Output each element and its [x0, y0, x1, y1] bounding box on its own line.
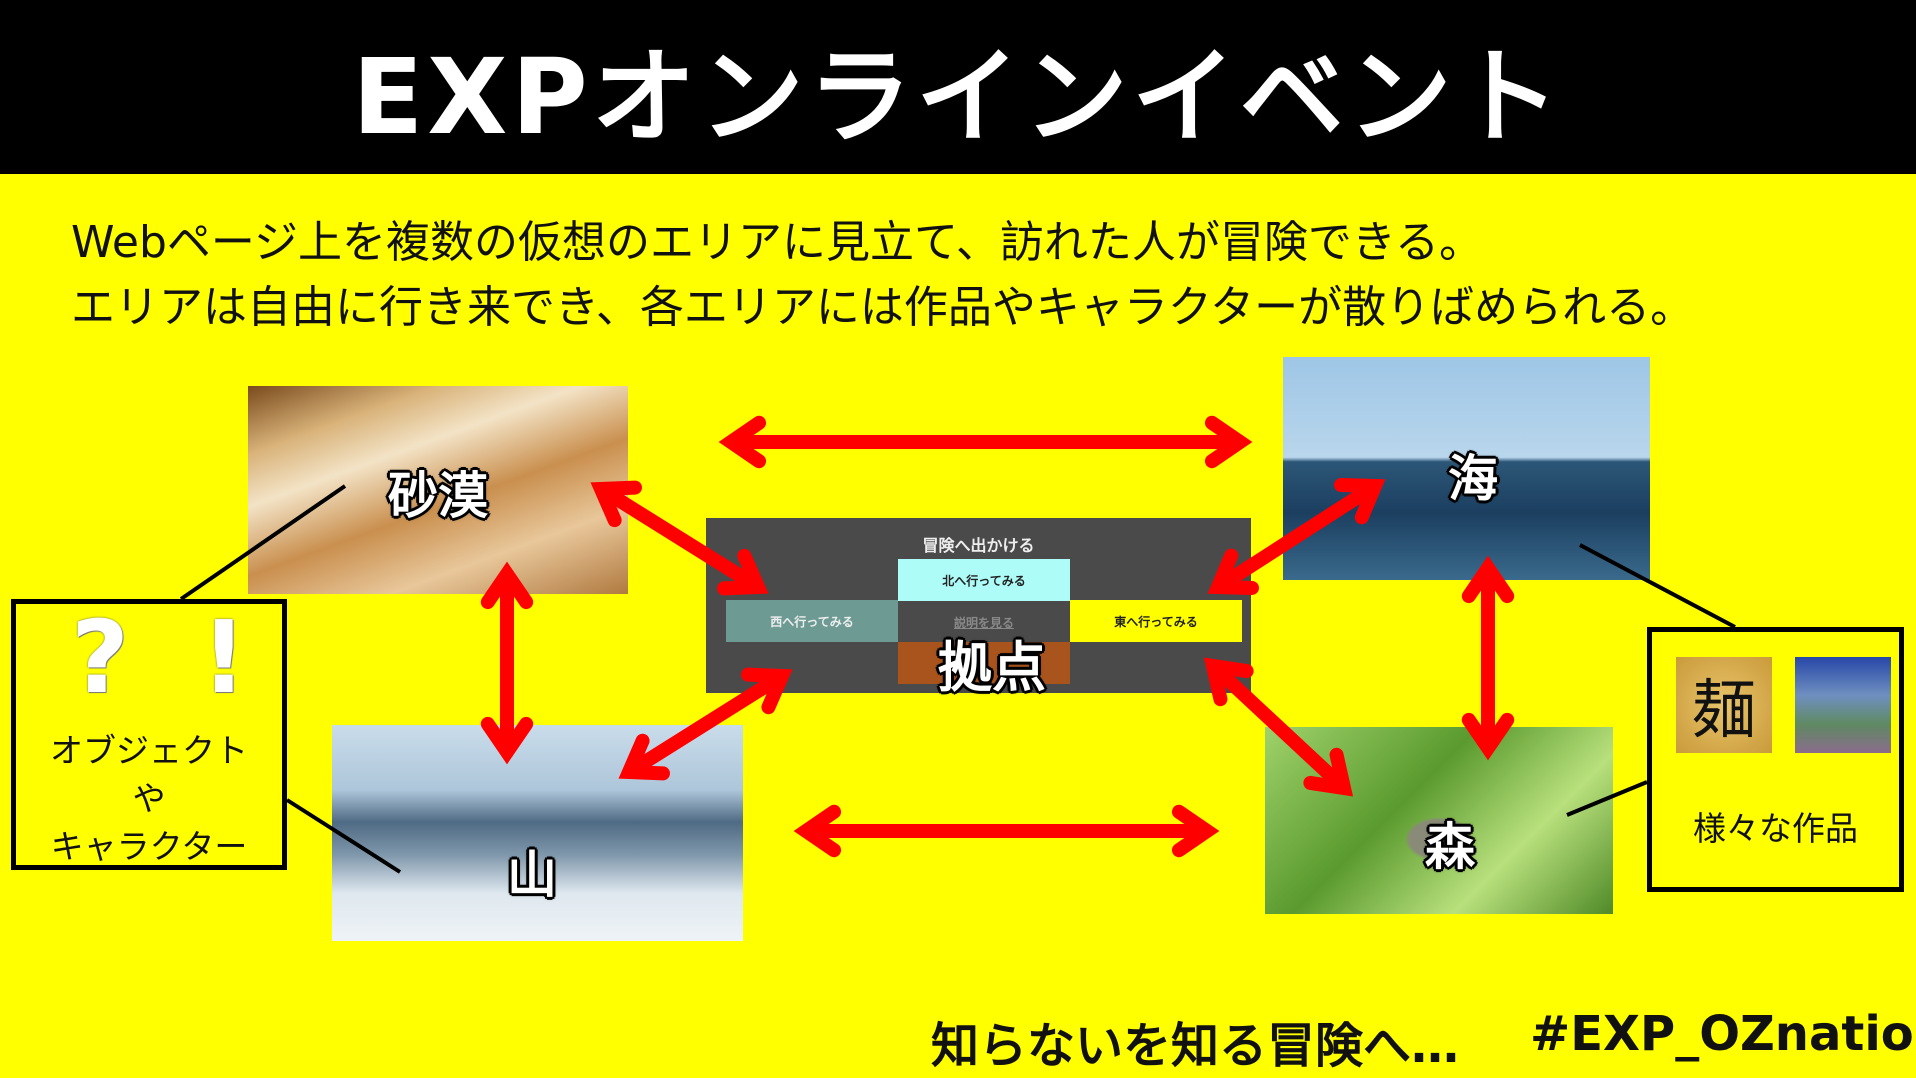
box-text-characters: キャラクター	[50, 827, 248, 866]
go-west-button[interactable]: 西へ行ってみる	[726, 600, 898, 642]
thumbnail-glyph: 麺	[1692, 674, 1756, 748]
arrow-bottom	[793, 804, 1220, 858]
tagline: 知らないを知る冒険へ…	[931, 1018, 1460, 1074]
arrow-forest-hub	[1203, 657, 1354, 797]
exclamation-mark-icon: !	[201, 599, 247, 716]
hashtag: #EXP_OZnation	[1530, 1006, 1916, 1062]
connector-line-forest	[1566, 780, 1648, 817]
desert-label: 砂漠	[388, 467, 488, 525]
arrow-left-vertical	[480, 561, 534, 765]
box-text-objects: オブジェクト	[50, 731, 248, 770]
go-south-button[interactable]	[898, 642, 1070, 684]
hub-panel-title: 冒険へ出かける	[922, 536, 1035, 555]
works-label: 様々な作品	[1693, 809, 1858, 848]
go-north-button[interactable]: 北へ行ってみる	[898, 559, 1070, 601]
works-box: 麺 様々な作品	[1647, 627, 1904, 892]
page-title: EXPオンラインイベント	[352, 35, 1564, 158]
arrow-mountain-hub	[618, 667, 793, 781]
description-line-2: エリアは自由に行き来でき、各エリアには作品やキャラクターが散りばめられる。	[71, 282, 1695, 333]
work-thumbnail-game[interactable]	[1795, 657, 1891, 753]
work-thumbnail-noodle[interactable]: 麺	[1676, 657, 1772, 753]
arrow-sea-hub	[1207, 478, 1386, 595]
go-east-button[interactable]: 東へ行ってみる	[1070, 600, 1242, 642]
hub-label: 拠点	[938, 636, 1046, 699]
mountain-label: 山	[507, 846, 557, 904]
forest-area-image: 森	[1265, 727, 1613, 914]
desert-area-image: 砂漠	[248, 386, 628, 594]
arrow-right-vertical	[1461, 555, 1515, 761]
arrow-desert-hub	[590, 480, 769, 596]
question-mark-icon: ?	[71, 599, 130, 716]
box-text-and: や	[132, 779, 166, 818]
hub-panel: 冒険へ出かける 北へ行ってみる 西へ行ってみる 東へ行ってみる 説明を見る 拠点	[706, 518, 1251, 699]
sea-label: 海	[1448, 450, 1498, 508]
header-bar: EXPオンラインイベント	[0, 0, 1916, 174]
objects-characters-box: ? ! オブジェクト や キャラクター	[11, 599, 287, 870]
mountain-area-image: 山	[332, 725, 743, 941]
connector-line-sea	[1579, 543, 1736, 629]
view-info-link[interactable]: 説明を見る	[953, 615, 1014, 630]
sea-area-image: 海	[1283, 357, 1650, 580]
connector-line-desert	[179, 484, 347, 601]
connector-line-mountain	[285, 798, 402, 874]
forest-label: 森	[1425, 818, 1475, 876]
arrow-top	[718, 415, 1253, 469]
description-line-1: Webページ上を複数の仮想のエリアに見立て、訪れた人が冒険できる。	[71, 217, 1483, 268]
